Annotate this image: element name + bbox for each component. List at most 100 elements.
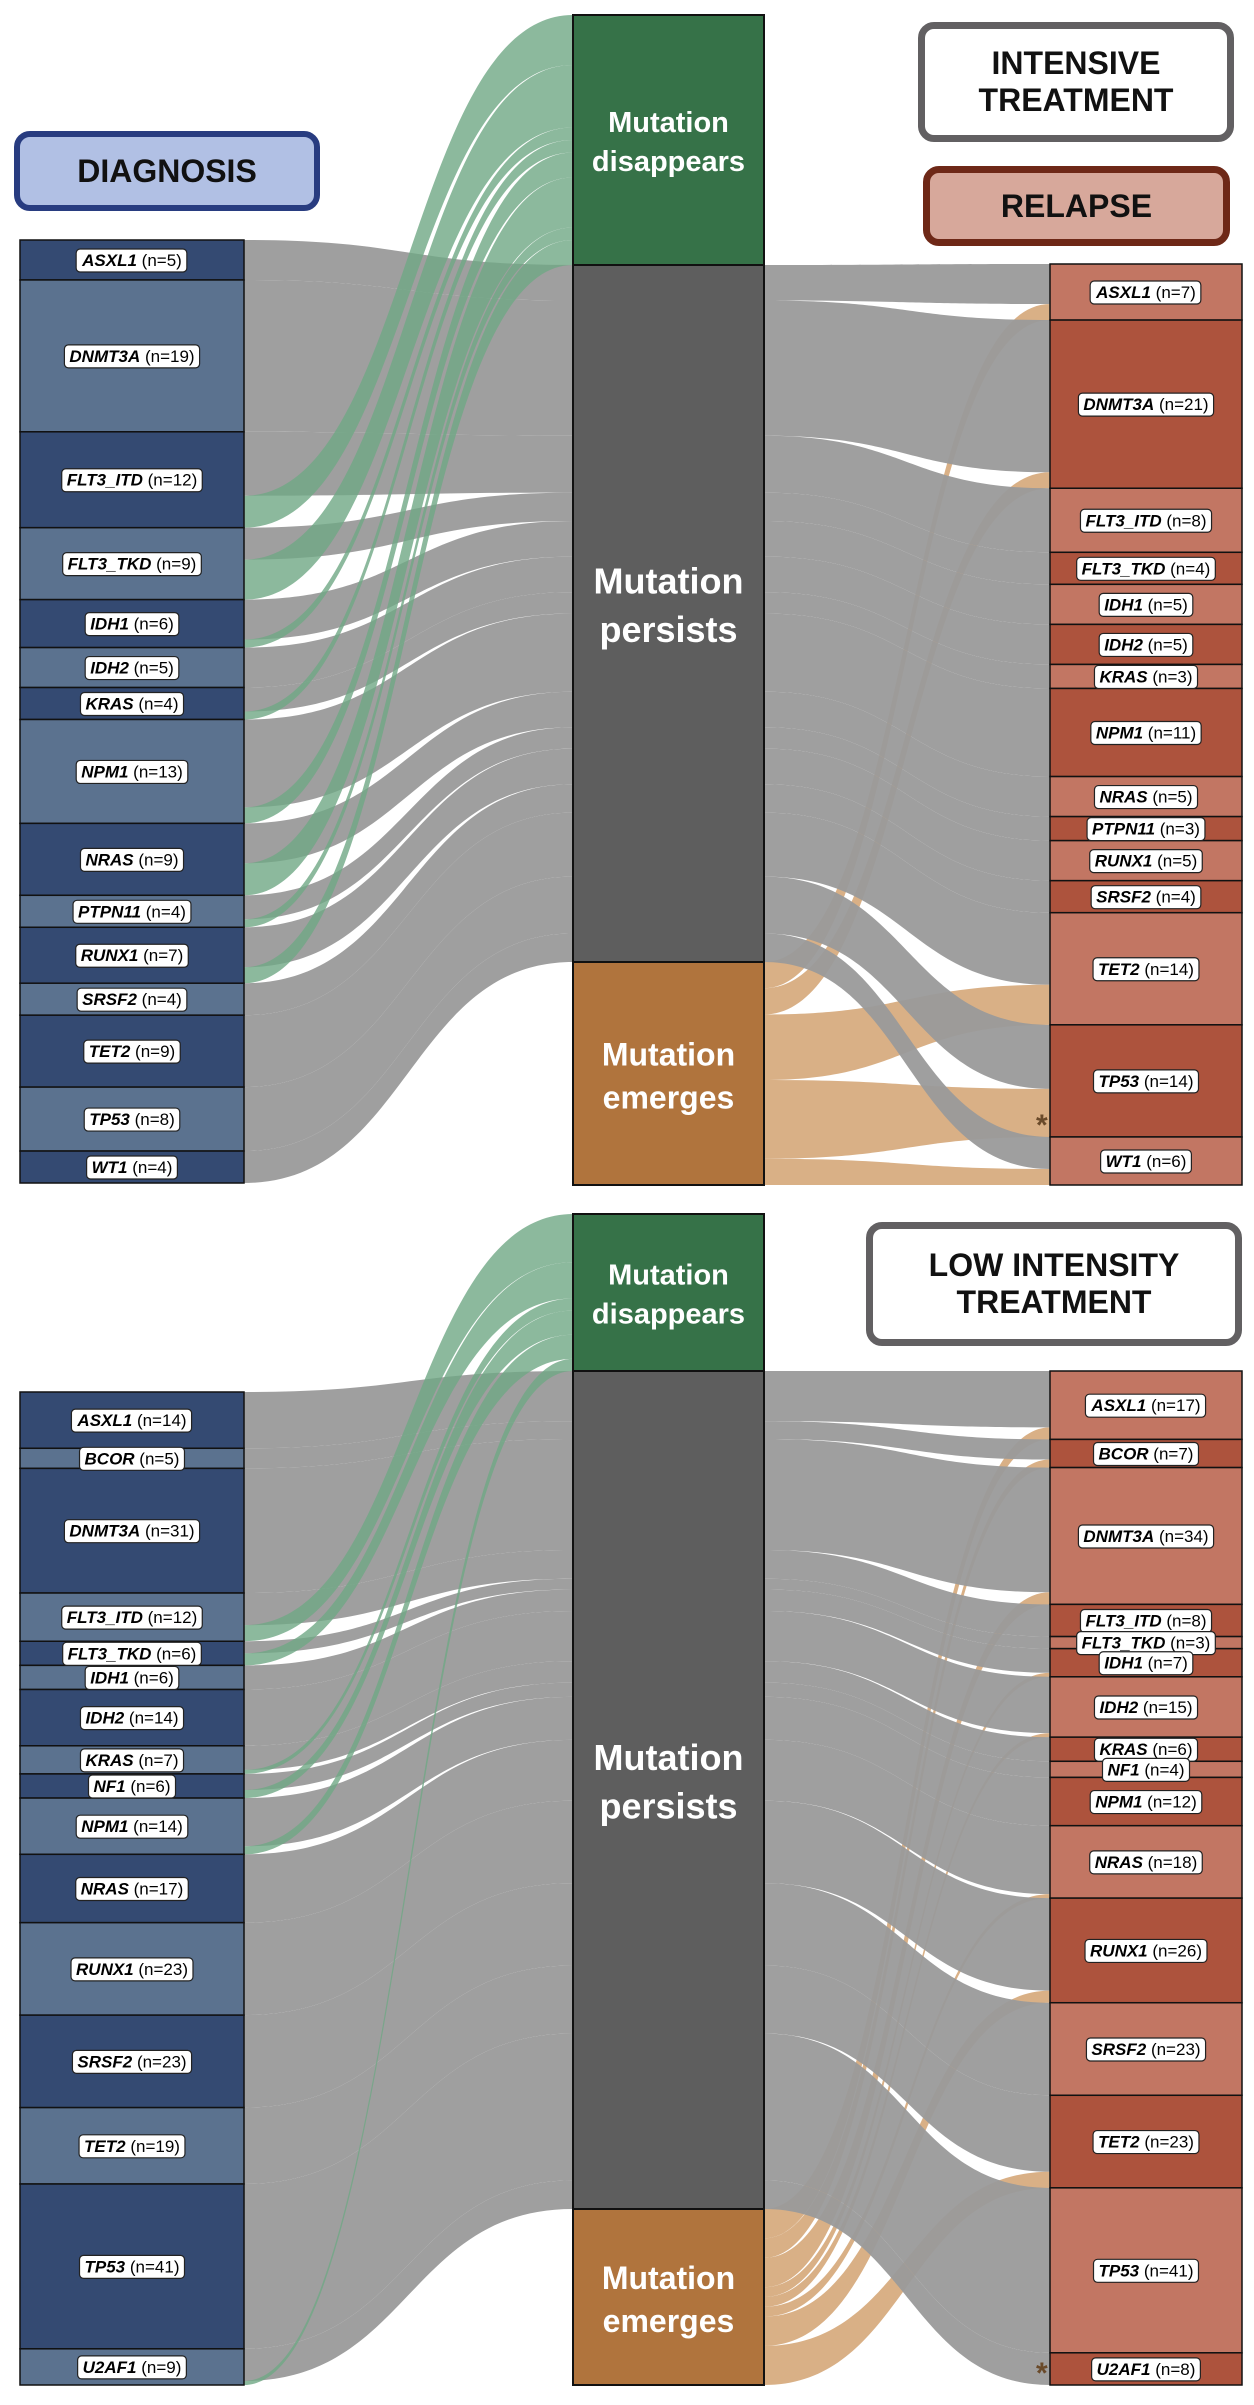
flow-persist-out-tp53 [764,876,1050,1089]
diagnosis-label-flt3_itd: FLT3_ITD (n=12) [61,1605,203,1630]
diagnosis-label-tp53: TP53 (n=41) [78,2254,186,2280]
flow-persist-in-flt3_tkd [244,1578,573,1654]
svg-text:ASXL1 (n=17): ASXL1 (n=17) [1090,1396,1200,1415]
gene-label-box [72,899,192,924]
gene-count: (n=31) [140,1522,194,1541]
relapse-label-tp53: TP53 (n=41) [1092,2258,1200,2283]
gene-name: TP53 [1099,1072,1140,1091]
gene-count: (n=5) [1152,852,1197,871]
flow-persist-in-ptpn11 [244,727,573,920]
flow-persist-out-runx1 [764,1800,1050,1991]
gene-label-box [78,2134,186,2159]
svg-text:KRAS (n=4): KRAS (n=4) [85,695,178,714]
flow-disappear-npm1 [244,152,573,824]
svg-text:FLT3_ITD (n=12): FLT3_ITD (n=12) [67,1608,198,1627]
flow-persist-in-nf1 [244,1682,573,1791]
diagnosis-label-nf1: NF1 (n=6) [87,1774,177,1799]
flow-persist-out-wt1 [764,933,1050,1169]
relapse-label-asxl1: ASXL1 (n=7) [1089,280,1202,305]
flow-persist-in-runx1 [244,748,573,968]
gene-count: (n=7) [1151,283,1196,302]
flow-persist-out-dnmt3a [764,300,1050,473]
flow-persist-out-nf1 [764,1682,1050,1778]
svg-text:IDH1 (n=6): IDH1 (n=6) [90,1668,174,1687]
gene-label-box [1092,2129,1200,2155]
gene-name: RUNX1 [76,1960,134,1979]
flow-persist-out-bcor [764,1421,1050,1460]
gene-count: (n=23) [1140,2133,1194,2152]
gene-count: (n=3) [1155,820,1200,839]
gene-count: (n=5) [137,251,182,270]
gene-label-box [1077,392,1215,417]
flow-persist-out-tet2 [764,812,1050,985]
gene-label-box [1100,1149,1192,1174]
svg-text:ASXL1 (n=14): ASXL1 (n=14) [76,1411,186,1430]
svg-text:U2AF1 (n=8): U2AF1 (n=8) [1097,2360,1196,2379]
svg-text:FLT3_ITD (n=12): FLT3_ITD (n=12) [67,471,198,490]
flow-emerge-wt1 [764,1158,1050,1185]
flow-disappear-flt3_itd [244,1214,573,1642]
gene-count: (n=19) [126,2137,180,2156]
svg-text:TP53 (n=41): TP53 (n=41) [1099,2261,1194,2280]
gene-label-box [1092,2258,1200,2283]
diagnosis-label-idh2: IDH2 (n=5) [84,655,180,681]
flow-persist-out-flt3_itd [764,435,1050,553]
svg-text:NRAS (n=9): NRAS (n=9) [85,850,178,869]
flow-persist-in-srsf2 [244,784,573,1016]
gene-count: (n=6) [129,1668,174,1687]
flow-disappear-nf1 [244,1310,573,1799]
gene-label-box [75,1876,189,1902]
gene-name: FLT3_TKD [1082,559,1166,578]
flow-persist-in-tet2 [244,812,573,1088]
relapse-label-dnmt3a: DNMT3A (n=34) [1077,1524,1215,1549]
flow-persist-in-kras [244,592,573,712]
gene-label-box [1090,720,1202,746]
gene-name: NPM1 [81,762,128,781]
flow-emerge-dnmt3a [764,1592,1050,2288]
gene-name: ASXL1 [1095,283,1151,302]
svg-text:KRAS (n=6): KRAS (n=6) [1099,1740,1192,1759]
gene-label-box [83,1039,181,1064]
gene-label-box [78,2254,186,2280]
flow-persist-in-tet2 [244,1965,573,2184]
gene-count: (n=12) [143,471,197,490]
gene-count: (n=6) [1148,1740,1193,1759]
gene-name: NRAS [81,1880,130,1899]
svg-text:IDH1 (n=6): IDH1 (n=6) [90,615,174,634]
flow-persist-out-flt3_itd [764,1550,1050,1637]
flow-disappear-kras [244,1298,573,1774]
gene-label-box [84,611,180,637]
flow-emerge-tet2 [764,984,1050,1081]
gene-name: TET2 [1098,2133,1140,2152]
svg-text:KRAS (n=7): KRAS (n=7) [85,1751,178,1770]
gene-name: WT1 [1106,1152,1142,1171]
svg-text:IDH2 (n=15): IDH2 (n=15) [1099,1698,1192,1717]
gene-label-box [1101,1757,1191,1782]
relapse-label-nras: NRAS (n=5) [1093,784,1199,810]
svg-text:SRSF2 (n=4): SRSF2 (n=4) [82,990,182,1009]
gene-count: (n=14) [1139,1072,1193,1091]
gene-count: (n=4) [137,990,182,1009]
gene-label-box [76,987,188,1012]
flow-persist-in-srsf2 [244,1883,573,2108]
relapse-label-u2af1: U2AF1 (n=8) [1091,2357,1201,2382]
svg-text:NPM1 (n=12): NPM1 (n=12) [1095,1793,1197,1812]
gene-count: (n=14) [124,1709,178,1728]
gene-label-box [63,344,201,369]
diagnosis-label-runx1: RUNX1 (n=7) [75,943,189,968]
gene-label-box [1089,849,1203,874]
diagnosis-label-tp53: TP53 (n=8) [83,1107,181,1132]
intensive-treatment-header: INTENSIVE TREATMENT [918,22,1234,142]
svg-text:DNMT3A (n=34): DNMT3A (n=34) [1083,1527,1208,1546]
svg-text:IDH2 (n=14): IDH2 (n=14) [85,1709,178,1728]
flow-persist-out-tp53 [764,2033,1050,2353]
gene-count: (n=19) [140,347,194,366]
gene-name: IDH2 [90,659,129,678]
node-mutation-emerges [572,961,765,1186]
flow-persist-out-asxl1 [764,264,1050,305]
gene-name: NPM1 [81,1817,128,1836]
gene-label-box [79,1748,185,1773]
gene-name: ASXL1 [81,251,137,270]
flow-disappear-kras [244,140,573,720]
